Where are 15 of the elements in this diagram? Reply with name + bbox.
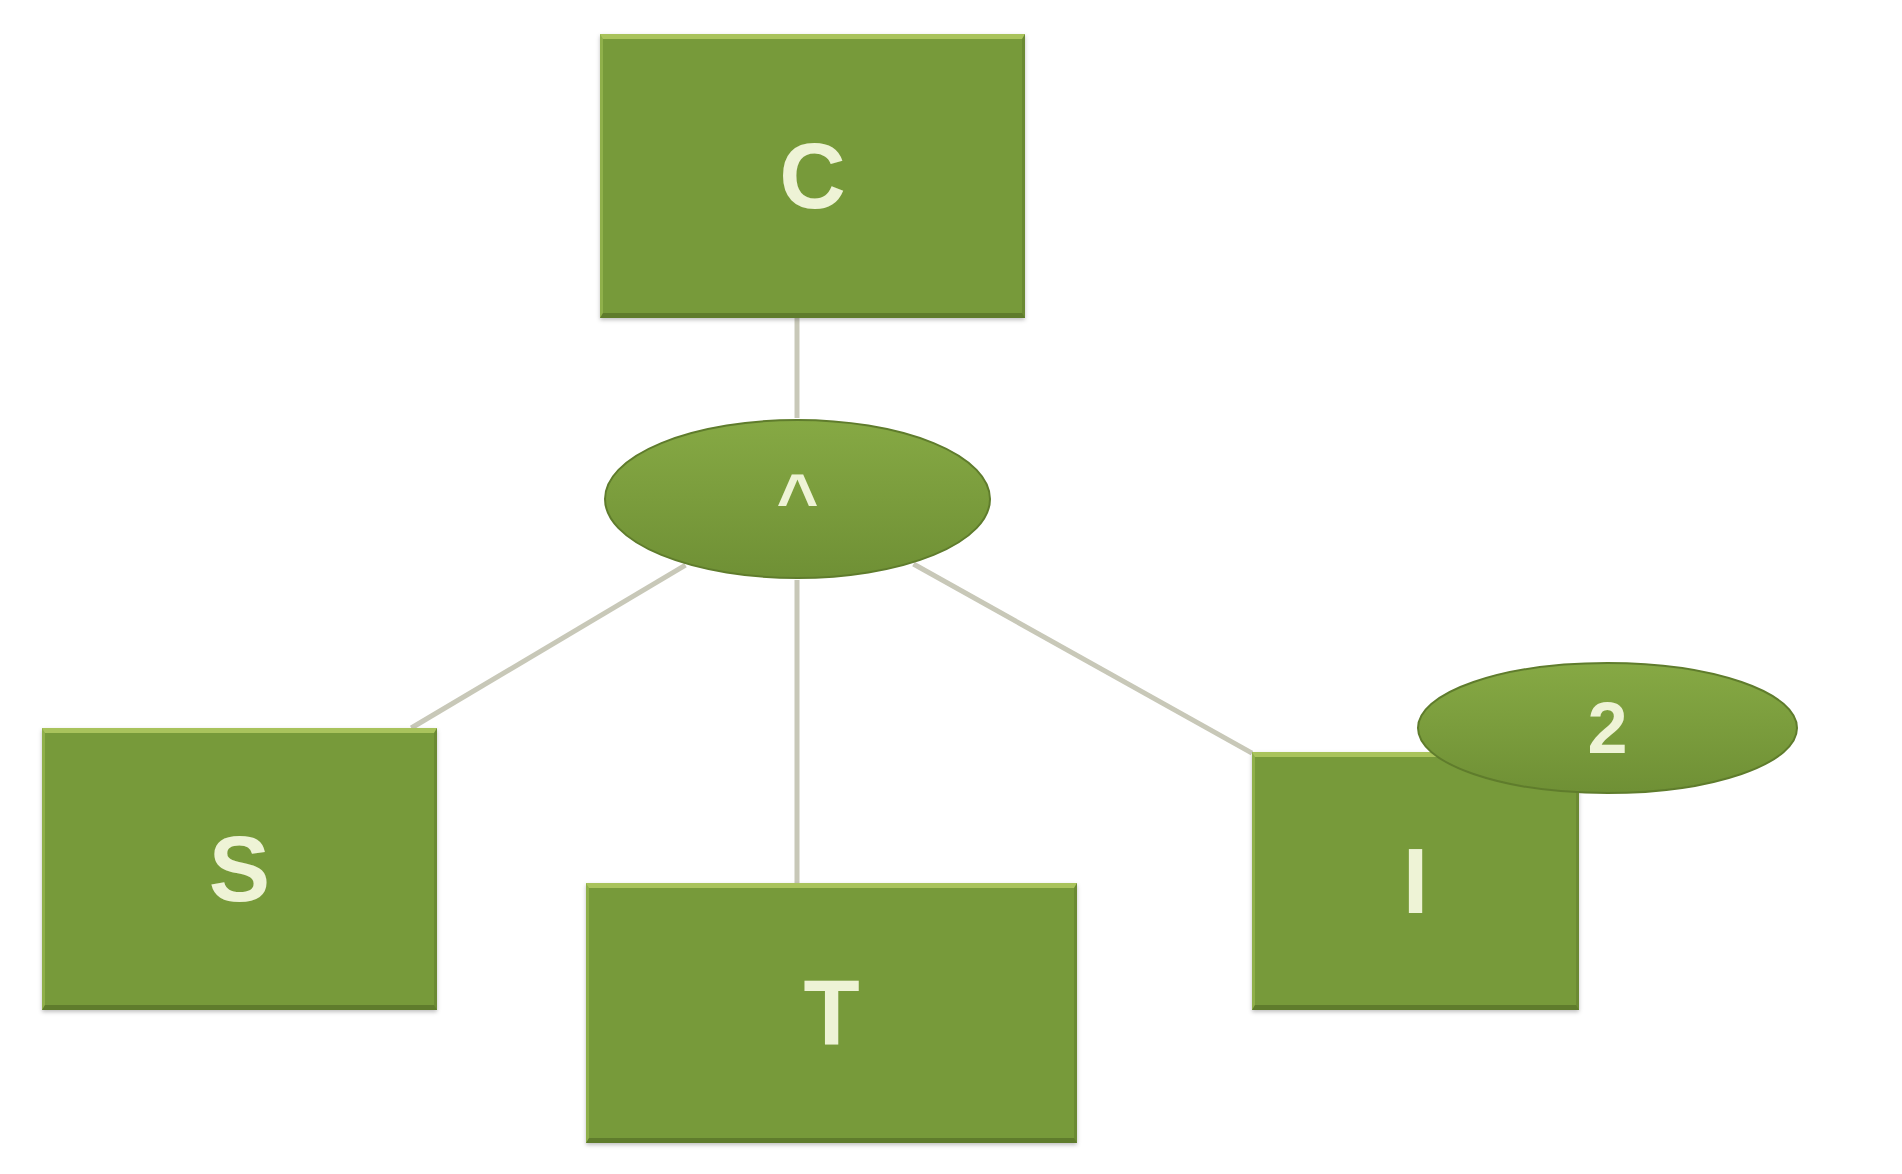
node-label: I — [1402, 835, 1429, 927]
rectangle-node — [1252, 752, 1579, 1010]
oval-node — [1416, 661, 1799, 795]
rectangle-node — [42, 728, 437, 1010]
connector-line — [794, 318, 800, 418]
node-label: 2 — [1587, 692, 1628, 764]
rectangle-node — [586, 883, 1077, 1143]
node-label: C — [779, 130, 846, 222]
connector-line — [912, 561, 1254, 756]
node-label: ^ — [776, 463, 819, 535]
oval-node — [603, 418, 992, 580]
connector-line — [794, 580, 800, 883]
node-label: T — [803, 967, 860, 1059]
node-label: S — [208, 823, 271, 915]
rectangle-node — [600, 34, 1025, 318]
